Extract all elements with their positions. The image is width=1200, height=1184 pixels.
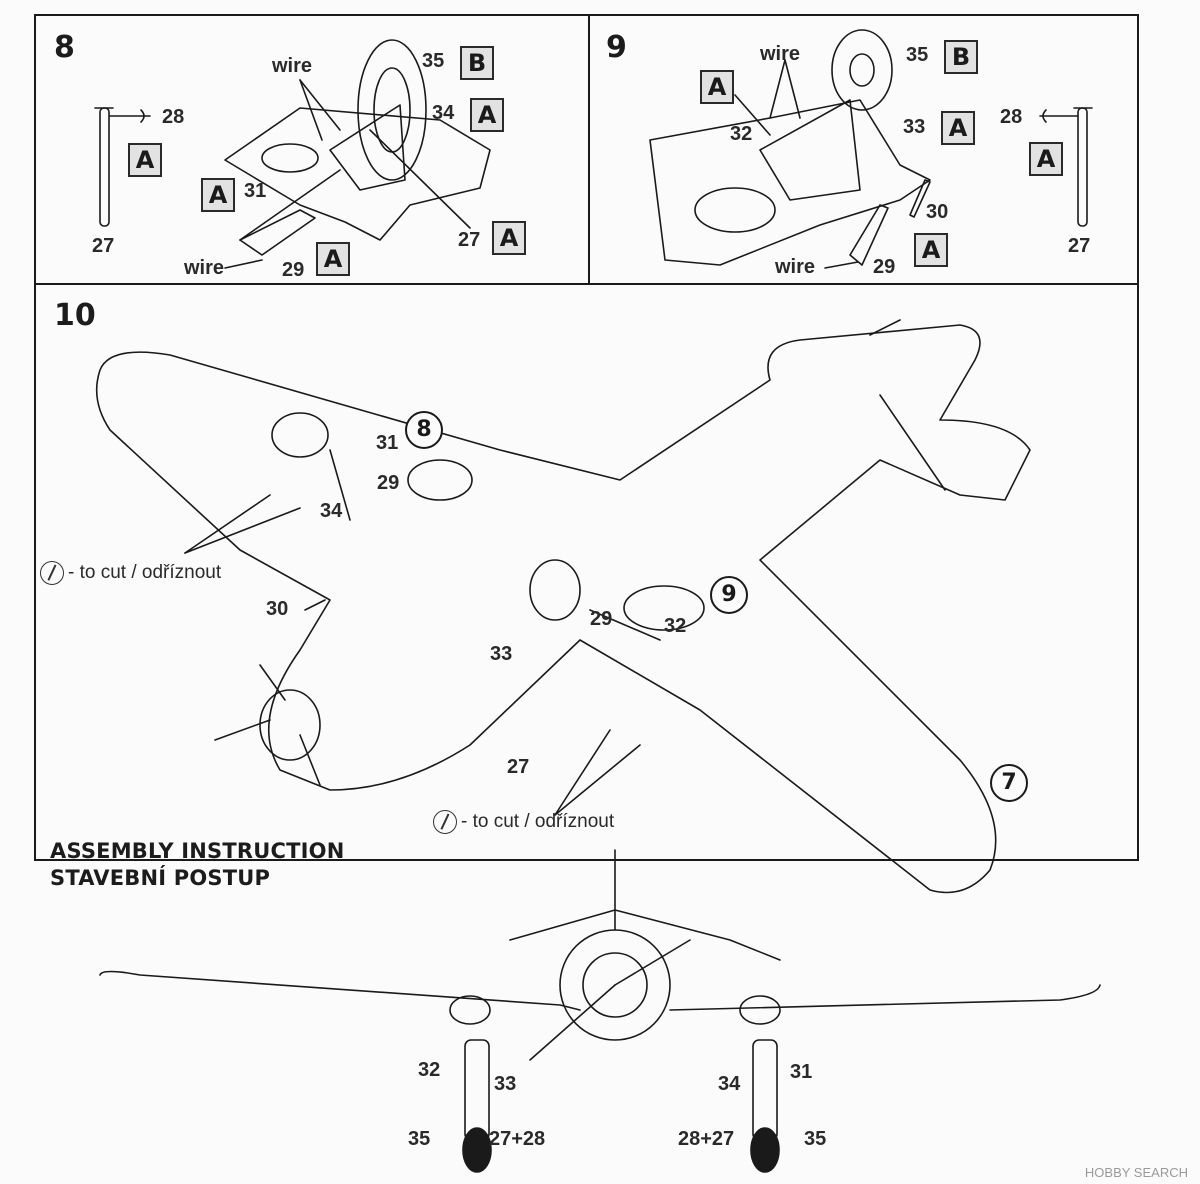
p9-strut-30 <box>909 179 931 218</box>
panel-10-number: 10 <box>54 298 96 333</box>
front-part-34: 34 <box>718 1073 741 1095</box>
p10-part-30: 30 <box>266 598 289 620</box>
p10-part-33: 33 <box>490 643 513 665</box>
p8-wire-bottom-label: wire <box>184 257 225 279</box>
p9-box-28: A <box>1029 142 1063 176</box>
p8-part-28: 28 <box>162 106 185 128</box>
p9-part-33: 33 <box>903 116 926 138</box>
panel-8-number: 8 <box>54 30 75 65</box>
p9-part-27: 27 <box>1068 235 1091 257</box>
p9-part-35: 35 <box>906 44 929 66</box>
title-line-2: STAVEBNÍ POSTUP <box>50 866 271 890</box>
p8-part-27-wing: 27 <box>458 229 481 251</box>
front-part-32: 32 <box>418 1059 441 1081</box>
p8-wing-section <box>224 39 491 241</box>
p8-part-29: 29 <box>282 259 305 281</box>
p8-part-34: 34 <box>432 102 455 124</box>
cut-note-2-text: - to cut / odříznout <box>461 811 615 833</box>
title-line-1: ASSEMBLY INSTRUCTION <box>50 839 345 863</box>
front-part-35-right: 35 <box>804 1128 827 1150</box>
cut-note-1: - to cut / odříznout <box>40 561 221 585</box>
ref-step-7: 7 <box>990 764 1028 802</box>
p8-box-29: A <box>316 242 350 276</box>
p8-box-27: A <box>492 221 526 255</box>
p9-wire-top-label: wire <box>760 43 801 65</box>
p9-part-28: 28 <box>1000 106 1023 128</box>
panel-9-number: 9 <box>606 30 627 65</box>
p9-part-29: 29 <box>873 256 896 278</box>
p10-part-32: 32 <box>664 615 687 637</box>
front-part-33: 33 <box>494 1073 517 1095</box>
front-part-31: 31 <box>790 1061 813 1083</box>
front-part-28-27: 28+27 <box>678 1128 735 1150</box>
watermark: HOBBY SEARCH <box>1084 1165 1188 1180</box>
p10-part-29-left: 29 <box>377 472 400 494</box>
p8-part-31: 31 <box>244 180 267 202</box>
p9-strut-27 <box>1039 107 1093 227</box>
p9-part-32: 32 <box>730 123 753 145</box>
plane-front-view <box>99 849 1101 1173</box>
p10-part-27: 27 <box>507 756 530 778</box>
plane-top-view <box>95 319 1031 894</box>
p9-box-29: A <box>914 233 948 267</box>
p10-part-34: 34 <box>320 500 343 522</box>
cut-mark-icon <box>433 810 457 834</box>
p8-strut-29 <box>224 169 341 269</box>
p8-part-27-strut: 27 <box>92 235 115 257</box>
p8-box-35: B <box>460 46 494 80</box>
p9-wire-bottom-label: wire <box>775 256 816 278</box>
p8-box-31: A <box>201 178 235 212</box>
cut-mark-icon <box>40 561 64 585</box>
p10-part-29-right: 29 <box>590 608 613 630</box>
p8-strut-27 <box>94 107 151 227</box>
ref-step-8: 8 <box>405 411 443 449</box>
front-part-27-28: 27+28 <box>489 1128 546 1150</box>
p8-wire-top-label: wire <box>272 55 313 77</box>
p9-box-35: B <box>944 40 978 74</box>
assembly-title: ASSEMBLY INSTRUCTION STAVEBNÍ POSTUP <box>50 838 344 892</box>
p8-box-34: A <box>470 98 504 132</box>
front-part-35-left: 35 <box>408 1128 431 1150</box>
p8-box-28: A <box>128 143 162 177</box>
p9-part-30: 30 <box>926 201 949 223</box>
panel-9-frame <box>588 14 1139 285</box>
ref-step-9: 9 <box>710 576 748 614</box>
p8-part-35: 35 <box>422 50 445 72</box>
p9-wing-section <box>649 29 931 266</box>
p9-box-33: A <box>941 111 975 145</box>
p10-part-31: 31 <box>376 432 399 454</box>
cut-note-1-text: - to cut / odříznout <box>68 562 222 584</box>
panel-10-frame <box>34 283 1139 861</box>
p9-box-32: A <box>700 70 734 104</box>
cut-note-2: - to cut / odříznout <box>433 810 614 834</box>
p9-strut-29 <box>824 204 889 269</box>
